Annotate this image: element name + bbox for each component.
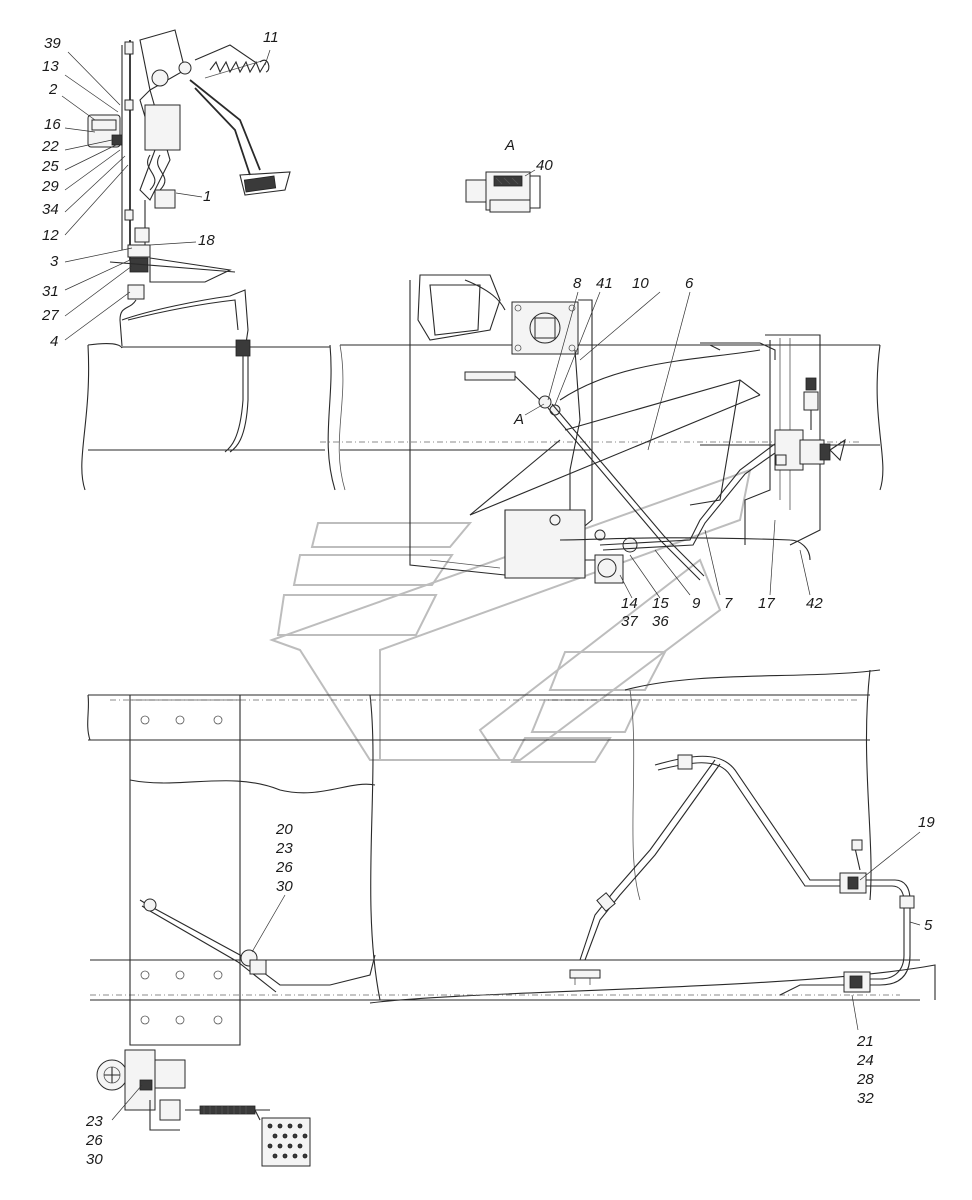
callout-13: 13 <box>42 58 59 75</box>
callout-31: 31 <box>42 283 59 300</box>
callout-40: 40 <box>536 157 553 174</box>
hydraulic-lines-lower <box>139 754 915 996</box>
callout-a-marker: A <box>514 411 525 428</box>
callout-4: 4 <box>50 333 59 350</box>
callout-27: 27 <box>42 307 59 324</box>
callout-25: 25 <box>42 158 59 175</box>
callout-39: 39 <box>44 35 61 52</box>
callout-12: 12 <box>42 227 59 244</box>
callout-14: 14 <box>621 595 638 612</box>
callout-34: 34 <box>42 201 59 218</box>
gearbox-housing <box>409 274 638 584</box>
callout-16: 16 <box>44 116 61 133</box>
lower-bracket-plate <box>129 694 241 1046</box>
callout-15: 15 <box>652 595 669 612</box>
callout-6: 6 <box>685 275 694 292</box>
callout-5: 5 <box>924 917 933 934</box>
hydraulic-lines-middle <box>469 342 811 581</box>
detail-section-a <box>465 171 541 213</box>
callout-26-lower: 26 <box>86 1132 103 1149</box>
callout-21: 21 <box>857 1033 874 1050</box>
callout-19: 19 <box>918 814 935 831</box>
callout-41: 41 <box>596 275 613 292</box>
callout-7: 7 <box>724 595 733 612</box>
callout-1: 1 <box>203 188 212 205</box>
callout-10: 10 <box>632 275 649 292</box>
callout-9: 9 <box>692 595 701 612</box>
lower-frame-rail <box>87 669 936 1004</box>
callout-22: 22 <box>42 138 59 155</box>
upper-frame-rail <box>81 343 884 491</box>
callout-23-lower: 23 <box>86 1113 103 1130</box>
section-label-a: A <box>505 137 516 154</box>
callout-17: 17 <box>758 595 775 612</box>
callout-group-bottom-left: 23 26 30 <box>86 1112 103 1169</box>
callout-30: 30 <box>276 878 293 895</box>
callout-23: 23 <box>276 840 293 857</box>
callout-3: 3 <box>50 253 59 270</box>
clutch-pedal-assembly <box>87 29 291 453</box>
leader-lines <box>61 49 921 1121</box>
brake-pedal-assembly <box>96 1049 311 1167</box>
callout-18: 18 <box>198 232 215 249</box>
callout-group-left-mid: 20 23 26 30 <box>276 820 293 896</box>
callout-30-lower: 30 <box>86 1151 103 1168</box>
callout-11: 11 <box>263 29 279 46</box>
callout-24: 24 <box>857 1052 874 1069</box>
callout-20: 20 <box>276 821 293 838</box>
callout-37: 37 <box>621 613 638 630</box>
callout-36: 36 <box>652 613 669 630</box>
callout-28: 28 <box>857 1071 874 1088</box>
callout-42: 42 <box>806 595 823 612</box>
pedal-pad-texture <box>267 1123 308 1159</box>
callout-2: 2 <box>49 81 58 98</box>
callout-32: 32 <box>857 1090 874 1107</box>
callout-group-bottom-right: 21 24 28 32 <box>857 1032 874 1108</box>
callout-29: 29 <box>42 178 59 195</box>
pneumatic-booster <box>744 334 846 546</box>
callout-26: 26 <box>276 859 293 876</box>
callout-8: 8 <box>573 275 582 292</box>
